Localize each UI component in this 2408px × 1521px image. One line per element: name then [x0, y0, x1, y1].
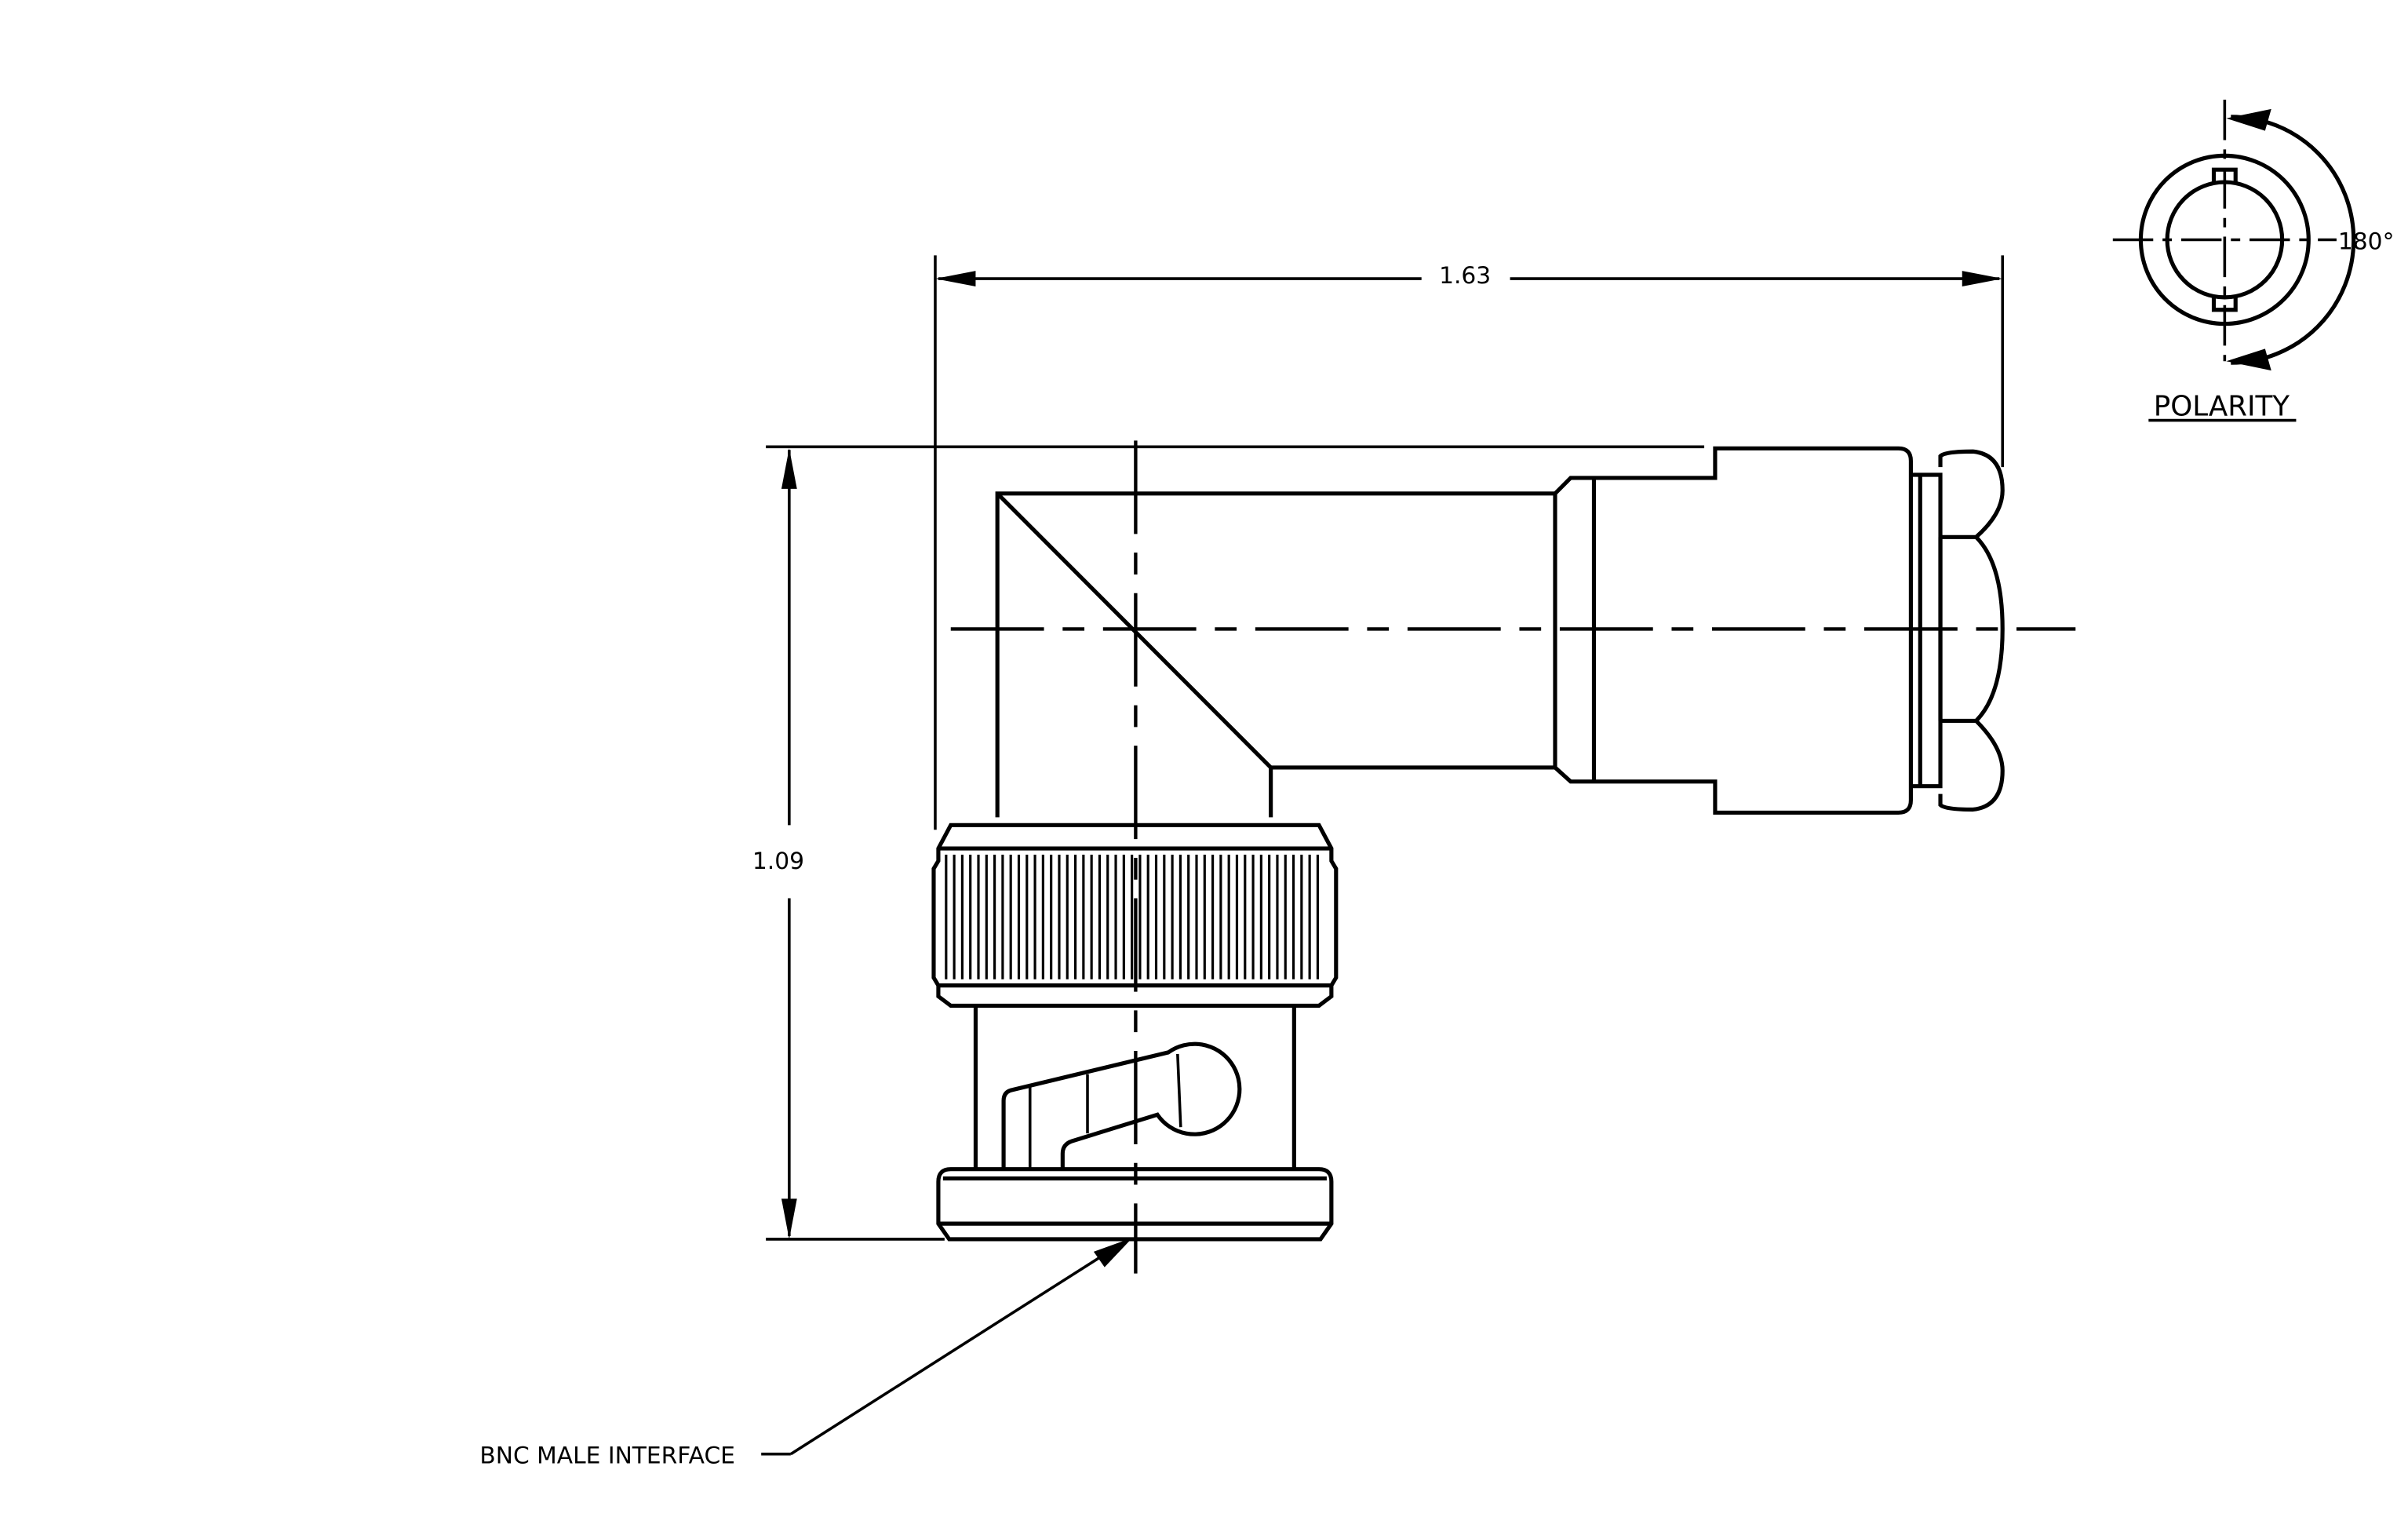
- polarity-arrow-bottom: [2226, 348, 2271, 371]
- dimension-height: 1.09: [752, 445, 1705, 1241]
- dimension-height-label: 1.09: [752, 848, 804, 875]
- polarity-label: POLARITY: [2154, 391, 2290, 423]
- bayonet-sleeve-outline: [973, 1005, 1296, 1169]
- dimension-length-label: 1.63: [1439, 262, 1491, 290]
- front-flange: [936, 1167, 1334, 1242]
- polarity-view: 180° POLARITY: [2112, 99, 2395, 423]
- polarity-angle-label: 180°: [2338, 228, 2395, 255]
- gland-nut-hex: [1938, 449, 2005, 812]
- interface-callout: BNC MALE INTERFACE: [479, 1237, 1133, 1470]
- leader-line: [789, 1244, 1120, 1456]
- polarity-arrow-top: [2226, 108, 2271, 131]
- coupling-nut-outline: [931, 823, 1339, 1008]
- dimension-arrow-left: [934, 271, 976, 286]
- dimension-arrow-top: [781, 448, 797, 489]
- leader-arrow: [1093, 1237, 1133, 1268]
- coupling-nut-knurling: [945, 855, 1320, 979]
- polarity-rotation-arc: [2231, 115, 2356, 365]
- connector-body: [995, 446, 2005, 818]
- elbow-body: [995, 491, 1555, 818]
- interface-label: BNC MALE INTERFACE: [479, 1443, 735, 1470]
- dimension-length: 1.63: [934, 255, 2005, 830]
- bayonet-slot-line-3: [1176, 1053, 1182, 1128]
- dimension-arrow-right: [1962, 271, 2003, 286]
- body-step: [1553, 446, 1913, 815]
- bayonet-slot: [1001, 1041, 1242, 1169]
- coupling-nut: [931, 823, 1339, 1008]
- dimension-arrow-bottom: [781, 1198, 797, 1239]
